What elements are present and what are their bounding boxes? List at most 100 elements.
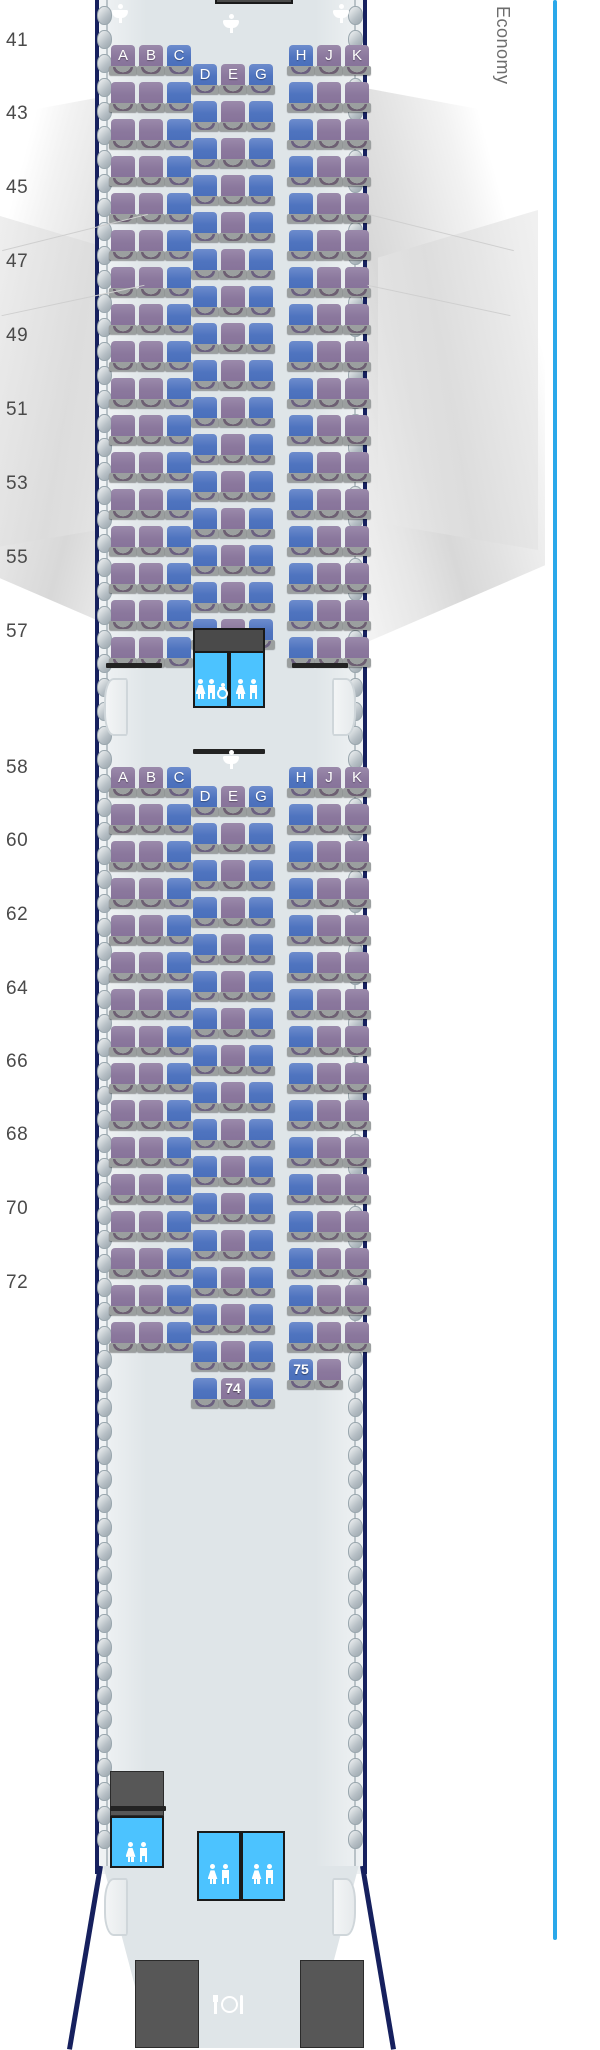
seat-C[interactable] [165, 415, 193, 445]
seat-C[interactable] [165, 1322, 193, 1352]
seat-K[interactable] [343, 637, 371, 667]
seat-H[interactable] [287, 452, 315, 482]
seat-B[interactable]: B [137, 45, 165, 75]
seat-A[interactable] [109, 1248, 137, 1278]
seat-C[interactable] [165, 841, 193, 871]
seat-K[interactable] [343, 1248, 371, 1278]
seat-D[interactable] [191, 1230, 219, 1260]
seat-B[interactable] [137, 452, 165, 482]
seat-E[interactable] [219, 1341, 247, 1371]
seat-J[interactable] [315, 378, 343, 408]
seat-E[interactable] [219, 582, 247, 612]
seat-C[interactable] [165, 341, 193, 371]
seat-C[interactable] [165, 452, 193, 482]
seat-C[interactable] [165, 82, 193, 112]
seat-K[interactable] [343, 1137, 371, 1167]
seat-B[interactable] [137, 804, 165, 834]
seat-K[interactable] [343, 193, 371, 223]
seat-C[interactable] [165, 1100, 193, 1130]
seat-J[interactable] [315, 304, 343, 334]
seat-A[interactable] [109, 952, 137, 982]
seat-H[interactable]: H [287, 45, 315, 75]
seat-D[interactable] [191, 1156, 219, 1186]
seat-A[interactable] [109, 600, 137, 630]
seat-G[interactable] [247, 934, 275, 964]
seat-E[interactable] [219, 175, 247, 205]
seat-B[interactable] [137, 1063, 165, 1093]
seat-H[interactable] [287, 415, 315, 445]
seat-B[interactable] [137, 1322, 165, 1352]
seat-B[interactable] [137, 267, 165, 297]
seat-H[interactable] [287, 119, 315, 149]
seat-H[interactable] [287, 1248, 315, 1278]
seat-C[interactable] [165, 1211, 193, 1241]
seat-J[interactable] [315, 156, 343, 186]
seat-B[interactable] [137, 415, 165, 445]
seat-B[interactable] [137, 841, 165, 871]
seat-H[interactable] [287, 1211, 315, 1241]
seat-K[interactable] [343, 1211, 371, 1241]
seat-A[interactable] [109, 82, 137, 112]
seat-B[interactable] [137, 878, 165, 908]
seat-G[interactable] [247, 434, 275, 464]
seat-H[interactable] [287, 304, 315, 334]
seat-D[interactable] [191, 1193, 219, 1223]
seat-H[interactable] [287, 600, 315, 630]
seat-K[interactable] [343, 1026, 371, 1056]
seat-D[interactable] [191, 397, 219, 427]
seat-H[interactable] [287, 230, 315, 260]
seat-E[interactable] [219, 360, 247, 390]
seat-E[interactable] [219, 1008, 247, 1038]
seat-C[interactable] [165, 878, 193, 908]
seat-C[interactable] [165, 267, 193, 297]
seat-E[interactable] [219, 1267, 247, 1297]
seat-G[interactable] [247, 1156, 275, 1186]
seat-A[interactable] [109, 156, 137, 186]
seat-K[interactable] [343, 1322, 371, 1352]
seat-D[interactable] [191, 508, 219, 538]
seat-H[interactable] [287, 378, 315, 408]
seat-D[interactable] [191, 286, 219, 316]
seat-H[interactable] [287, 156, 315, 186]
seat-J[interactable] [315, 1063, 343, 1093]
seat-G[interactable] [247, 860, 275, 890]
seat-A[interactable] [109, 193, 137, 223]
seat-C[interactable]: C [165, 45, 193, 75]
seat-B[interactable] [137, 563, 165, 593]
seat-G[interactable] [247, 1304, 275, 1334]
seat-C[interactable] [165, 1026, 193, 1056]
seat-E[interactable] [219, 1304, 247, 1334]
seat-B[interactable] [137, 637, 165, 667]
seat-E[interactable] [219, 897, 247, 927]
seat-G[interactable] [247, 897, 275, 927]
seat-B[interactable] [137, 1248, 165, 1278]
seat-G[interactable] [247, 1193, 275, 1223]
seat-A[interactable] [109, 915, 137, 945]
seat-D[interactable] [191, 545, 219, 575]
seat-H[interactable] [287, 1100, 315, 1130]
seat-A[interactable] [109, 1174, 137, 1204]
seat-E[interactable]: E [219, 64, 247, 94]
seat-K[interactable] [343, 230, 371, 260]
seat-C[interactable] [165, 1248, 193, 1278]
seat-D[interactable]: D [191, 786, 219, 816]
seat-K[interactable] [343, 1285, 371, 1315]
seat-K[interactable]: K [343, 767, 371, 797]
seat-E[interactable] [219, 1193, 247, 1223]
seat-B[interactable] [137, 1174, 165, 1204]
seat-G[interactable] [247, 971, 275, 1001]
seat-J[interactable] [315, 1174, 343, 1204]
seat-G[interactable] [247, 249, 275, 279]
seat-E[interactable] [219, 434, 247, 464]
seat-G[interactable] [247, 212, 275, 242]
seat-J[interactable] [315, 489, 343, 519]
seat-B[interactable] [137, 341, 165, 371]
seat-J[interactable]: J [315, 45, 343, 75]
seat-J[interactable] [315, 82, 343, 112]
seat-D[interactable] [191, 1045, 219, 1075]
seat-K[interactable] [343, 378, 371, 408]
seat-J[interactable] [315, 526, 343, 556]
seat-H[interactable] [287, 341, 315, 371]
seat-C[interactable] [165, 804, 193, 834]
seat-B[interactable] [137, 1285, 165, 1315]
